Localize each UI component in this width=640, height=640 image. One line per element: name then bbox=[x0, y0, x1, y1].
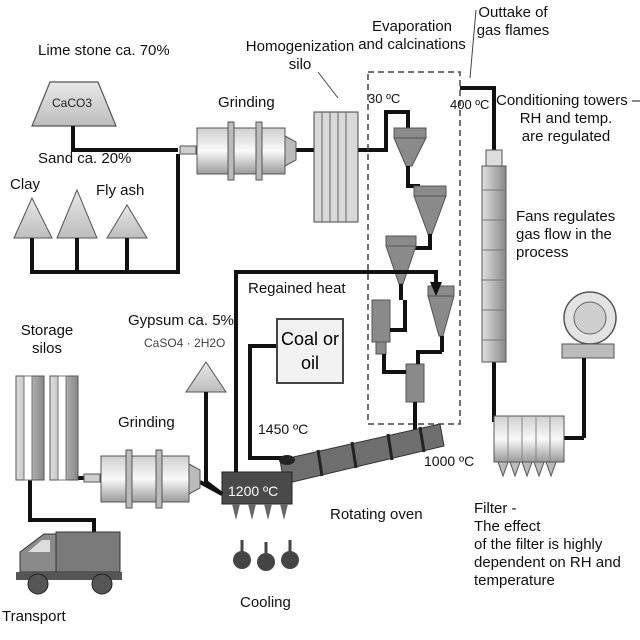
conditioning-tower bbox=[481, 149, 507, 363]
cond-line-3: are regulated bbox=[521, 128, 611, 145]
limestone-label: Lime stone ca. 70% bbox=[38, 42, 170, 59]
temp-1000-label: 1000 ºC bbox=[424, 453, 475, 469]
evaporation-label: Evaporation and calcinations bbox=[356, 18, 468, 54]
filter-line-2: The effect bbox=[474, 518, 541, 535]
temp-1200-label: 1200 ºC bbox=[228, 483, 279, 499]
cyclones bbox=[371, 127, 455, 403]
sand-label: Sand ca. 20% bbox=[38, 150, 132, 167]
outtake-line-1: Outtake of bbox=[478, 4, 548, 21]
fans-line-3: process bbox=[516, 244, 569, 261]
clinker-cooler bbox=[221, 471, 299, 571]
cond-line-2: RH and temp. bbox=[519, 110, 613, 127]
cond-line-1: Conditioning towers – bbox=[496, 92, 640, 109]
flyash-pile bbox=[106, 204, 148, 239]
grinding-bottom-label: Grinding bbox=[118, 414, 175, 431]
regained-heat-label: Regained heat bbox=[248, 280, 346, 297]
homogenization-label: Homogenization silo bbox=[244, 38, 356, 74]
storage-silos-label: Storage silos bbox=[6, 322, 88, 358]
transport-label: Transport bbox=[2, 608, 66, 625]
homogenization-silo bbox=[313, 111, 359, 223]
temp-30-label: 30 ºC bbox=[368, 91, 401, 106]
coal-feed-line bbox=[248, 344, 282, 460]
filter-line-3: of the filter is highly bbox=[474, 536, 603, 553]
caso4-formula: CaSO4 · 2H2O bbox=[144, 336, 226, 350]
homog-line-2: silo bbox=[288, 56, 312, 73]
regained-heat-arrow bbox=[234, 270, 442, 482]
fans-line-1: Fans regulates bbox=[516, 208, 616, 225]
caco3-formula: CaCO3 bbox=[52, 96, 93, 110]
coal-line-2: oil bbox=[300, 353, 319, 373]
coal-line-1: Coal or bbox=[280, 329, 340, 349]
coal-or-oil-box: Coal or oil bbox=[276, 318, 344, 384]
filter-unit bbox=[493, 415, 565, 478]
sand-pile bbox=[56, 188, 98, 239]
homog-leader bbox=[317, 71, 339, 99]
storage-line-1: Storage bbox=[20, 322, 74, 339]
preheater-pipes bbox=[382, 284, 444, 434]
grinding-top-label: Grinding bbox=[218, 94, 275, 111]
fans-label: Fans regulates gas flow in the process bbox=[516, 208, 615, 262]
grinding-mill-top bbox=[179, 121, 297, 181]
rotating-kiln bbox=[279, 423, 445, 485]
outtake-label: Outtake of gas flames bbox=[470, 4, 556, 40]
filter-label: Filter - The effect of the filter is hig… bbox=[474, 500, 621, 590]
gypsum-label: Gypsum ca. 5% bbox=[128, 312, 234, 329]
clay-label: Clay bbox=[10, 176, 41, 193]
grinding-mill-bottom bbox=[83, 449, 201, 509]
gypsum-pile bbox=[185, 361, 227, 393]
filter-line-4: dependent on RH and bbox=[474, 554, 621, 571]
homog-line-1: Homogenization bbox=[245, 38, 355, 55]
filter-line-5: temperature bbox=[474, 572, 555, 589]
evap-line-1: Evaporation bbox=[371, 18, 453, 35]
filter-line-1: Filter - bbox=[474, 500, 517, 517]
fans-line-2: gas flow in the bbox=[516, 226, 612, 243]
cooling-label: Cooling bbox=[240, 594, 291, 611]
evap-line-2: and calcinations bbox=[358, 36, 466, 53]
temp-1450-label: 1450 ºC bbox=[258, 421, 309, 437]
fan bbox=[561, 291, 617, 440]
conditioning-label: Conditioning towers – RH and temp. are r… bbox=[496, 92, 640, 146]
flyash-label: Fly ash bbox=[96, 182, 145, 199]
storage-silos bbox=[15, 375, 79, 481]
clay-pile bbox=[13, 196, 53, 239]
limestone-pile bbox=[31, 81, 117, 127]
outtake-leader bbox=[469, 9, 477, 79]
rotating-oven-label: Rotating oven bbox=[330, 506, 423, 523]
outtake-line-2: gas flames bbox=[476, 22, 550, 39]
transport-truck bbox=[16, 531, 122, 595]
temp-400-label: 400 ºC bbox=[450, 97, 490, 112]
storage-line-2: silos bbox=[31, 340, 62, 357]
